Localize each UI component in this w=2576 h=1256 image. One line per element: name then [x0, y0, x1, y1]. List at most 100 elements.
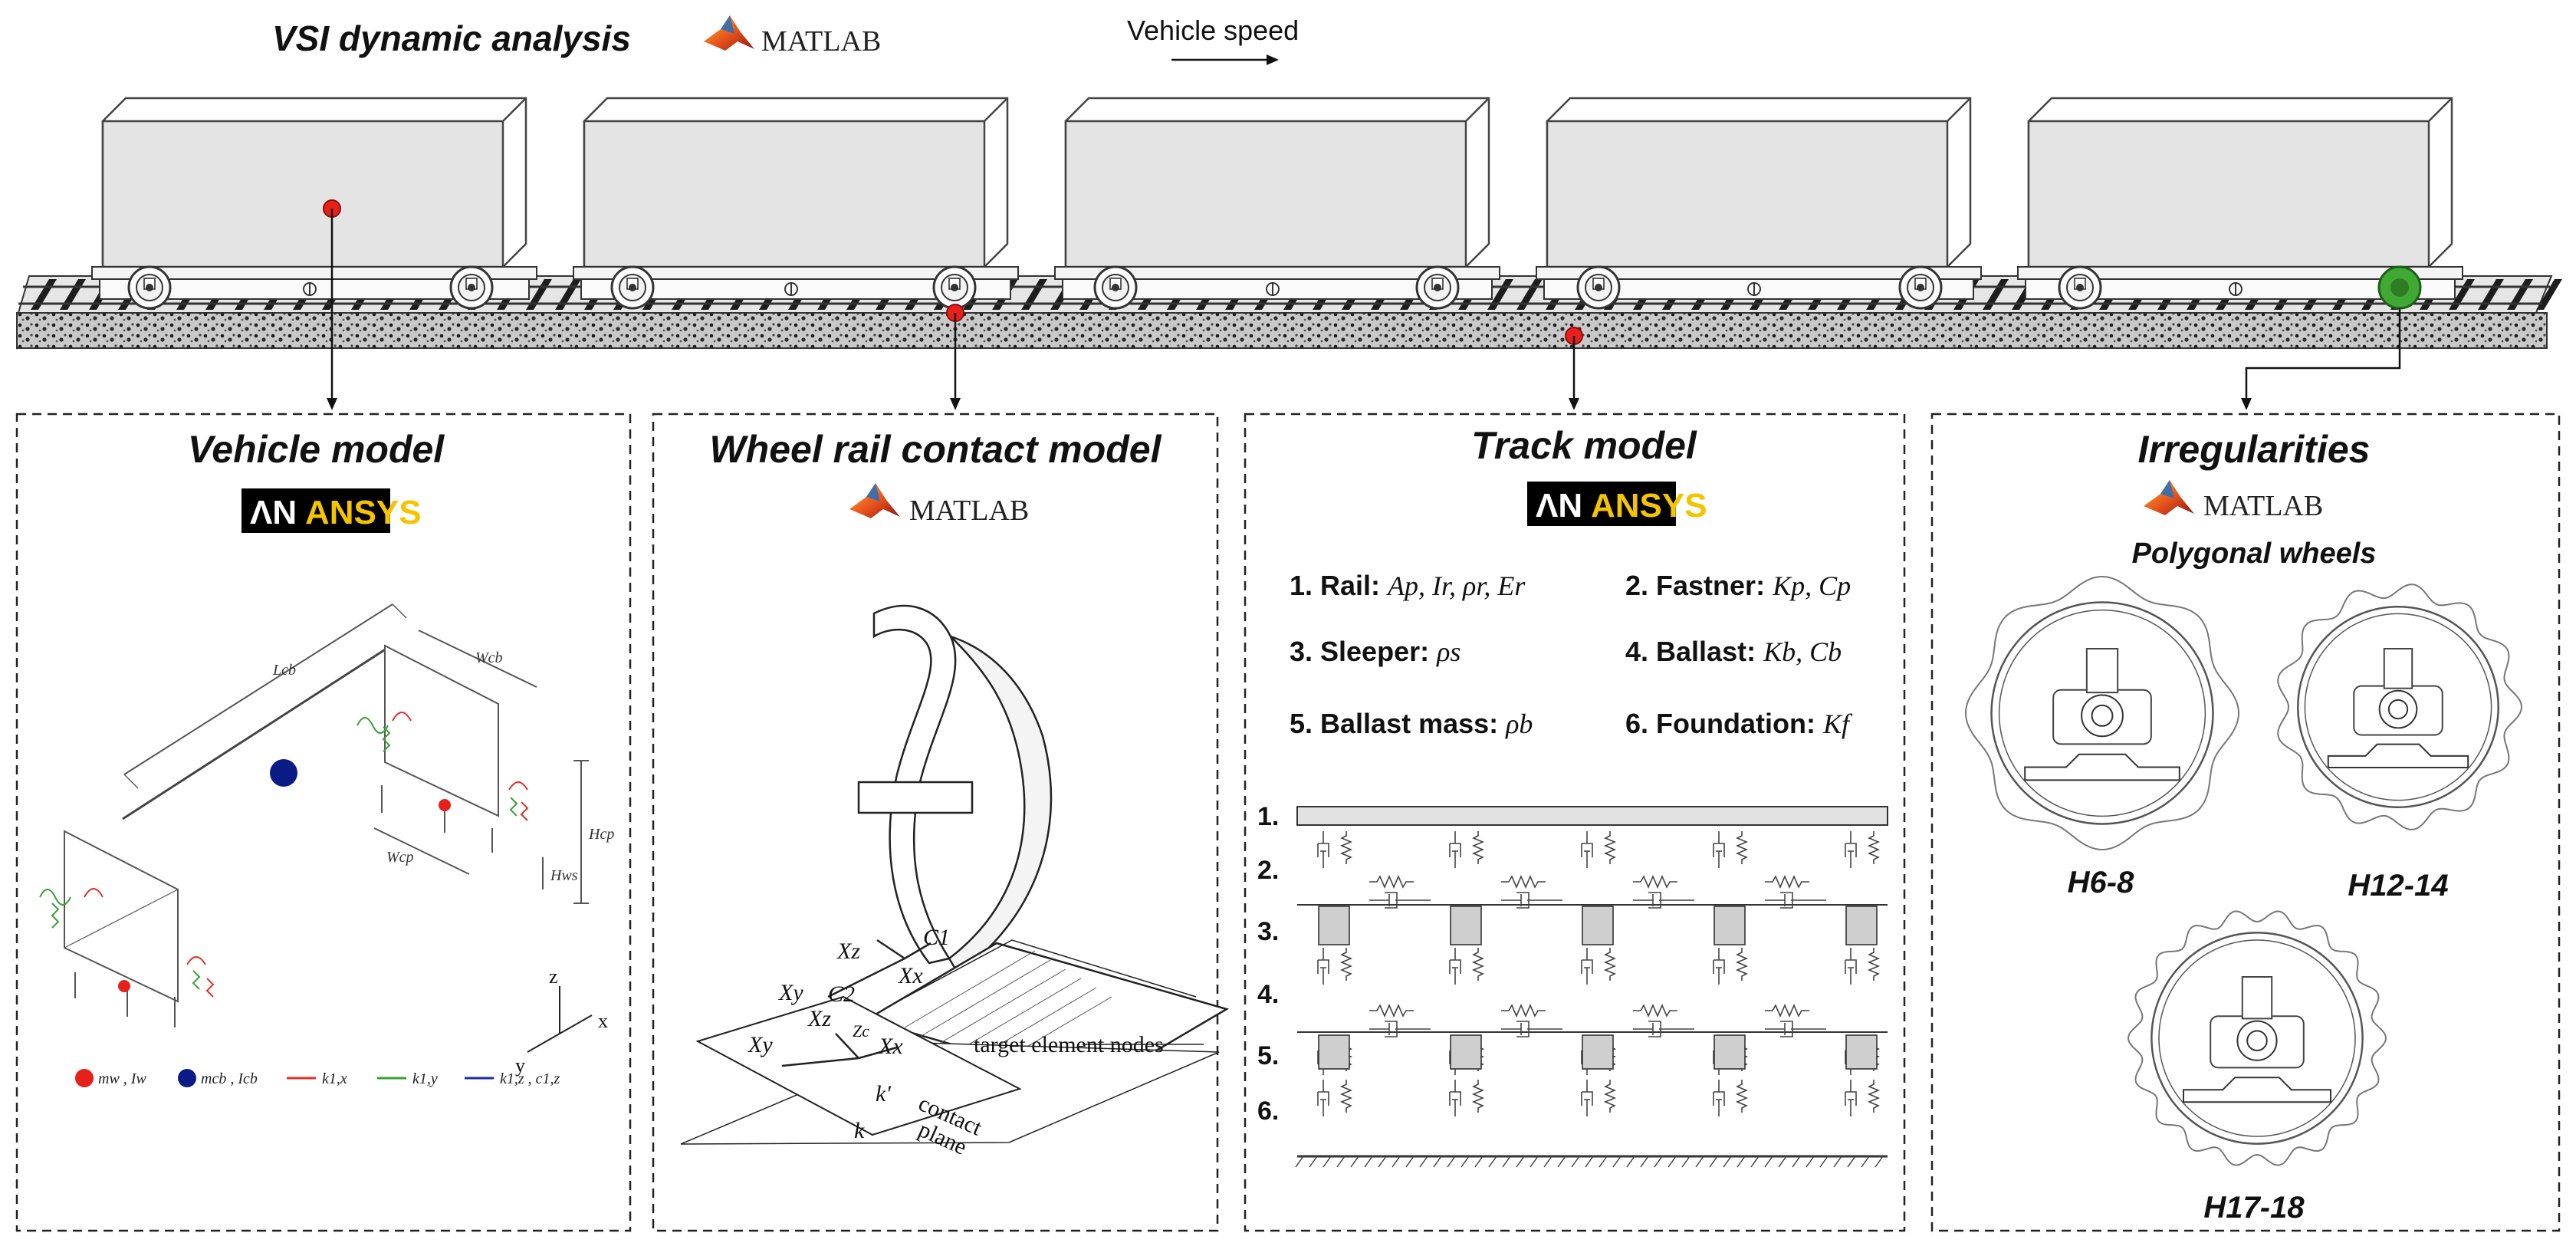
spring	[1868, 830, 1879, 865]
damper	[1581, 830, 1593, 869]
legend-k1x: k1,x	[322, 1070, 347, 1087]
track-layer-numbers: 1. 2. 3. 4. 5. 6.	[1257, 802, 1279, 1126]
damper	[1713, 947, 1725, 985]
track-param-ballast: 4. Ballast: Kb, Cb	[1625, 636, 1842, 667]
axis-z: z	[549, 965, 558, 988]
polygonal-wheel	[2277, 584, 2523, 830]
track-param-sleeper: 3. Sleeper: ρs	[1290, 636, 1460, 667]
matlab-logo-icon	[849, 483, 900, 518]
label-xx-2: Xx	[878, 1034, 903, 1059]
wheel-label-h12-14: H12-14	[2348, 869, 2448, 903]
svg-text:4.: 4.	[1257, 980, 1279, 1009]
lateral-damper	[1765, 1021, 1826, 1037]
lateral-spring	[1633, 874, 1677, 889]
damper	[1581, 947, 1593, 985]
vehicle-model-title: Vehicle model	[188, 428, 445, 471]
arrow-right-icon	[1171, 54, 1279, 65]
spring	[1605, 1079, 1615, 1113]
car-body-mass-icon	[270, 759, 297, 787]
legend-wheel-mass: mw , Iw	[98, 1070, 146, 1087]
matlab-logo-text: MATLAB	[761, 25, 881, 58]
train-illustration	[16, 97, 2562, 349]
wheel	[610, 265, 655, 310]
damper	[1581, 1079, 1593, 1117]
lateral-damper	[1633, 892, 1694, 909]
label-c1: C1	[923, 925, 950, 950]
spring	[1341, 830, 1352, 865]
spring	[1341, 947, 1352, 981]
track-model-title: Track model	[1471, 424, 1697, 467]
wheel	[932, 265, 977, 310]
label-k: k	[854, 1118, 865, 1143]
wheel	[1415, 265, 1460, 310]
lateral-spring	[1765, 1003, 1809, 1018]
sleeper-mass	[1582, 906, 1614, 945]
wheel-label-h17-18: H17-18	[2203, 1191, 2305, 1225]
sleeper	[2536, 279, 2562, 310]
svg-text:ΛN: ΛN	[250, 494, 297, 531]
svg-text:ΛN: ΛN	[1536, 487, 1582, 524]
polygonal-wheel	[1964, 575, 2240, 851]
label-k-prime: k'	[876, 1081, 891, 1106]
track-param-rail: 1. Rail: Ap, Ir, ρr, Er	[1290, 570, 1526, 601]
legend-k1y: k1,y	[412, 1070, 438, 1087]
damper	[1845, 830, 1857, 869]
spring	[1868, 1079, 1879, 1113]
track-param-fastener: 2. Fastner: Kp, Cp	[1625, 570, 1851, 601]
wheel	[127, 265, 172, 310]
track-param-foundation: 6. Foundation: Kf	[1625, 708, 1853, 739]
label-xy-1: Xy	[778, 980, 803, 1005]
damper	[1449, 947, 1461, 985]
dim-wcp: Wcp	[386, 849, 414, 866]
label-xz-2: Xz	[807, 1006, 831, 1031]
damper	[1713, 1079, 1725, 1117]
wheel	[1576, 265, 1621, 310]
sleeper-mass	[1450, 906, 1482, 945]
lateral-damper	[1369, 892, 1431, 909]
damper	[1713, 830, 1725, 869]
target-element-nodes-label: target element nodes	[974, 1032, 1164, 1057]
spring	[1341, 1079, 1352, 1113]
legend-carbody-mass: mcb , Icb	[201, 1070, 258, 1087]
ballast-mass	[1714, 1034, 1746, 1070]
svg-text:1.: 1.	[1257, 802, 1279, 831]
diagram-title: VSI dynamic analysis	[272, 18, 631, 58]
lateral-spring	[1369, 1003, 1414, 1018]
sleeper-mass	[1714, 906, 1746, 945]
contact-model-panel	[652, 413, 1219, 1232]
lateral-spring	[1369, 874, 1414, 889]
ansys-logo-icon: ΛN ANSYS	[1527, 482, 1707, 526]
label-c2: C2	[828, 981, 855, 1007]
wheel-label-h6-8: H6-8	[2068, 866, 2134, 899]
wheel-rail-schematic	[680, 604, 1230, 1145]
lateral-damper	[1369, 1021, 1431, 1037]
lateral-damper	[1501, 1021, 1562, 1037]
spring	[1737, 830, 1747, 865]
sleeper-mass	[1845, 906, 1878, 945]
vehicle-model-panel	[15, 413, 632, 1232]
ansys-logo-text: ANSYS	[1591, 487, 1707, 524]
label-zc: Zc	[853, 1021, 869, 1041]
lateral-damper	[1765, 892, 1826, 909]
callout-leaders	[323, 199, 2401, 410]
axis-y: y	[515, 1054, 525, 1077]
wheel	[449, 265, 494, 310]
label-xz-1: Xz	[836, 939, 860, 964]
matlab-logo-text: MATLAB	[2203, 490, 2323, 522]
svg-text:2.: 2.	[1257, 856, 1279, 885]
svg-text:6.: 6.	[1257, 1097, 1279, 1126]
irregularities-title: Irregularities	[2138, 428, 2371, 471]
ballast-mass	[1582, 1034, 1614, 1070]
ballast-bed	[16, 312, 2548, 349]
ballast-mass	[1450, 1034, 1482, 1070]
damper	[1449, 1079, 1461, 1117]
lateral-spring	[1501, 1003, 1546, 1018]
track-schematic	[1295, 806, 1888, 1168]
matlab-logo-icon	[2144, 480, 2194, 515]
lateral-damper	[1501, 892, 1562, 909]
dim-hcp: Hcp	[588, 826, 614, 843]
polygonal-wheels-subtitle: Polygonal wheels	[2132, 538, 2377, 570]
wheel	[2058, 265, 2102, 310]
irregularities-panel	[1930, 413, 2561, 1232]
